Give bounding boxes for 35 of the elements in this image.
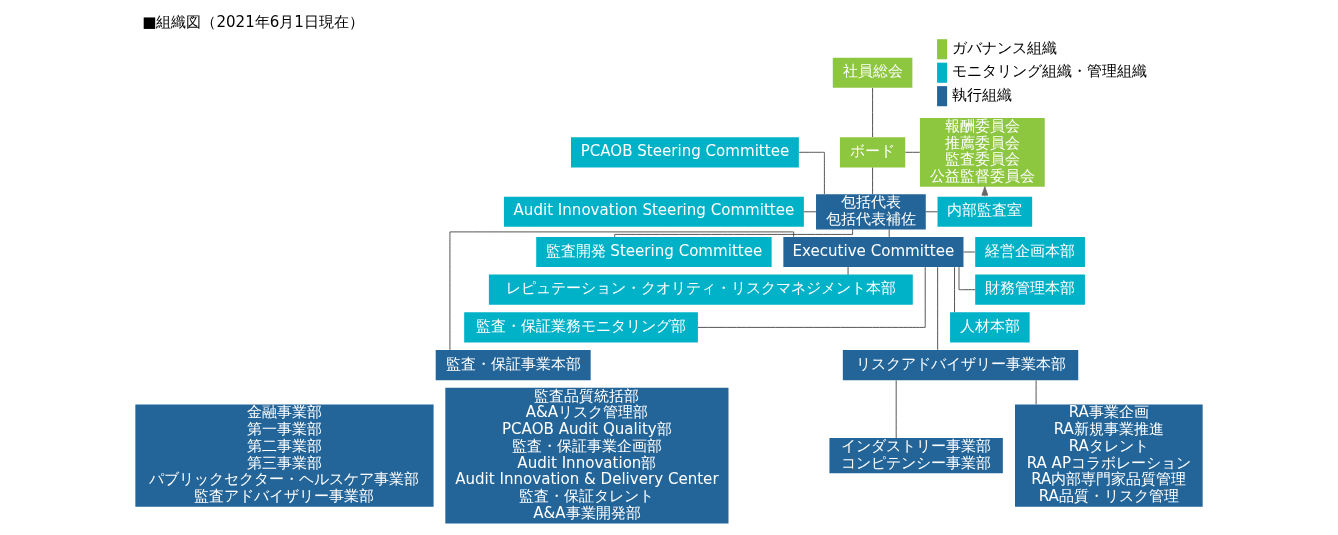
node-box: 包括代表 包括代表補佐 bbox=[816, 194, 926, 230]
connector bbox=[954, 266, 955, 313]
node-box: RA事業企画 RA新規事業推進 RAタレント RA APコラボレーション RA内部専門家品質管理 RA品質・リスク管理 bbox=[1015, 404, 1203, 507]
node-box: 監査・保証事業本部 bbox=[435, 350, 591, 381]
node-box: 経営企画本部 bbox=[975, 236, 1085, 268]
node-box: 財務管理本部 bbox=[975, 274, 1085, 305]
legend-label: ガバナンス組織 bbox=[952, 38, 1058, 57]
legend-label: 執行組織 bbox=[952, 85, 1013, 104]
node-box: 人材本部 bbox=[950, 312, 1030, 343]
connector bbox=[925, 211, 938, 213]
connector bbox=[798, 151, 825, 195]
node-box: リスクアドバイザリー事業本部 bbox=[842, 350, 1079, 381]
connector bbox=[449, 231, 795, 351]
node-box: 社員総会 bbox=[832, 57, 913, 88]
connector bbox=[697, 266, 926, 328]
node-box: ボード bbox=[839, 137, 906, 168]
connector bbox=[614, 228, 854, 238]
node-box: Audit Innovation Steering Committee bbox=[503, 196, 804, 227]
node-box: PCAOB Steering Committee bbox=[571, 137, 799, 168]
diagram-title: ■組織図（2021年6月1日現在） bbox=[142, 12, 364, 31]
node-box: インダストリー事業部 コンピテンシー事業部 bbox=[829, 438, 1003, 474]
node-box: 監査・保証業務モニタリング部 bbox=[464, 312, 698, 343]
connector bbox=[872, 87, 873, 138]
legend-label: モニタリング組織・管理組織 bbox=[952, 62, 1148, 81]
node-box: Executive Committee bbox=[783, 236, 964, 268]
node-box: 監査品質統括部 A&Aリスク管理部 PCAOB Audit Quality部 監査・保証事業企画部 Audit Innovation部 Audit Innovation & Delivery Center 監査・保証タレント A&A事業開発部 bbox=[445, 387, 729, 524]
connector bbox=[905, 151, 921, 153]
node-box: 報酬委員会 推薦委員会 監査委員会 公益監督委員会 bbox=[919, 117, 1045, 187]
node-box: 金融事業部 第一事業部 第二事業部 第三事業部 パブリックセクター・ヘルスケア事業部 監査アドバイザリー事業部 bbox=[135, 404, 434, 507]
connector bbox=[937, 266, 939, 351]
connector bbox=[872, 167, 873, 195]
node-box: レピュテーション・クオリティ・リスクマネジメント本部 bbox=[488, 274, 913, 305]
connector bbox=[803, 211, 817, 213]
node-box: 監査開発 Steering Committee bbox=[536, 236, 772, 268]
connector bbox=[958, 266, 976, 291]
